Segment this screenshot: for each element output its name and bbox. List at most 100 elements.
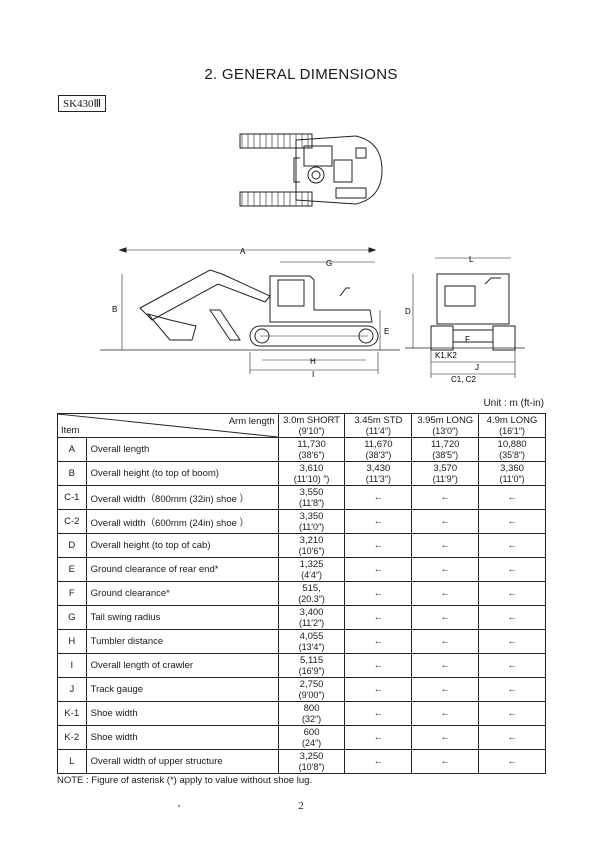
dim-label-E: E: [384, 327, 389, 336]
value-ftin: (38′3″): [365, 449, 392, 460]
value-cell: 1,325(4′4″): [277, 557, 346, 582]
value-cell: ←: [344, 533, 413, 558]
model-label: SK430Ⅲ: [58, 95, 107, 112]
column-header-sub: (9′10″): [298, 425, 325, 436]
row-code: I: [57, 653, 87, 678]
header-corner-cell: Arm length Item: [57, 413, 279, 438]
column-header: 3.95m LONG(13′0″): [411, 413, 480, 438]
value-cell: ←: [478, 629, 546, 654]
row-description: Overall width（800mm (32in) shoe ）: [85, 485, 279, 510]
value-mm: 1,325: [299, 558, 324, 570]
value-mm: ←: [507, 707, 517, 719]
value-mm: ←: [507, 515, 517, 527]
value-mm: ←: [373, 491, 384, 503]
value-mm: ←: [373, 539, 384, 551]
value-cell: ←: [478, 725, 546, 750]
value-cell: ←: [478, 605, 546, 630]
value-mm: ←: [440, 563, 450, 575]
value-cell: 11,730(38′6″): [277, 437, 346, 462]
value-mm: 800: [303, 702, 320, 714]
value-cell: 11,670(38′3″): [344, 437, 413, 462]
value-mm: ←: [507, 563, 517, 575]
header-item: Item: [61, 425, 80, 436]
value-cell: 3,210(10′6″): [277, 533, 346, 558]
value-cell: ←: [344, 605, 413, 630]
dim-label-C: C1, C2: [451, 375, 476, 384]
row-code: K-2: [57, 725, 87, 750]
value-cell: 4,055(13′4″): [277, 629, 346, 654]
row-description: Overall width（600mm (24in) shoe ）: [85, 509, 279, 534]
value-mm: 3,430: [366, 462, 391, 474]
value-mm: 3,400: [299, 606, 324, 618]
row-code: G: [57, 605, 87, 630]
dim-label-K: K1,K2: [435, 351, 457, 360]
dim-label-A: A: [240, 247, 246, 256]
column-header: 3.0m SHORT(9′10″): [277, 413, 346, 438]
value-cell: ←: [344, 581, 413, 606]
value-mm: ←: [507, 731, 517, 743]
value-cell: ←: [344, 509, 413, 534]
value-mm: 11,670: [364, 438, 393, 450]
value-cell: ←: [344, 749, 413, 774]
value-mm: 11,720: [431, 438, 460, 450]
row-description: Track gauge: [85, 677, 279, 702]
value-cell: ←: [411, 485, 480, 510]
value-cell: 515,(20.3″): [277, 581, 346, 606]
column-header-sub: (13′0″): [432, 425, 459, 436]
row-code: J: [57, 677, 87, 702]
value-mm: 10,880: [497, 438, 527, 450]
value-cell: ←: [411, 581, 480, 606]
value-mm: 5,115: [300, 654, 324, 666]
column-header: 4.9m LONG(16′1″): [478, 413, 546, 438]
value-ftin: (11′3″): [365, 473, 391, 484]
row-description: Tail swing radius: [85, 605, 279, 630]
value-cell: ←: [478, 581, 546, 606]
value-ftin: (11′9″): [432, 473, 458, 484]
value-mm: ←: [373, 683, 384, 695]
value-cell: 3,360(11′0″): [478, 461, 546, 486]
value-cell: ←: [478, 749, 546, 774]
column-header: 3.45m STD(11′4″): [344, 413, 413, 438]
dim-label-G: G: [326, 259, 332, 268]
dim-label-F: F: [465, 335, 470, 344]
value-mm: ←: [440, 635, 450, 647]
value-mm: 2,750: [299, 678, 324, 690]
value-mm: 3,350: [299, 510, 324, 522]
value-ftin: (10′8″): [298, 761, 325, 772]
row-code: C-1: [57, 485, 87, 510]
value-ftin: (11′0″): [298, 521, 325, 532]
value-cell: ←: [411, 749, 480, 774]
row-description: Shoe width: [85, 725, 279, 750]
row-code: A: [57, 437, 87, 462]
page-number: 2: [298, 800, 304, 812]
value-mm: 3,610: [299, 462, 324, 474]
value-cell: 10,880(35′8″): [478, 437, 546, 462]
value-cell: ←: [344, 653, 413, 678]
value-mm: ←: [373, 563, 384, 575]
value-mm: ←: [440, 731, 450, 743]
value-mm: ←: [440, 755, 450, 767]
value-cell: ←: [411, 509, 480, 534]
value-cell: ←: [411, 629, 480, 654]
value-cell: ←: [478, 485, 546, 510]
value-mm: ←: [440, 491, 450, 503]
value-cell: ←: [478, 533, 546, 558]
column-header-label: 3.45m STD: [354, 414, 403, 426]
value-cell: 5,115(16′9″): [277, 653, 346, 678]
value-mm: ←: [507, 491, 517, 503]
value-mm: 3,360: [500, 462, 524, 474]
value-cell: ←: [411, 605, 480, 630]
row-code: L: [57, 749, 87, 774]
value-cell: ←: [478, 509, 546, 534]
column-header-sub: (16′1″): [499, 425, 526, 436]
value-mm: ←: [373, 707, 384, 719]
column-header-label: 3.95m LONG: [417, 414, 474, 426]
column-header-sub: (11′4″): [365, 425, 391, 436]
